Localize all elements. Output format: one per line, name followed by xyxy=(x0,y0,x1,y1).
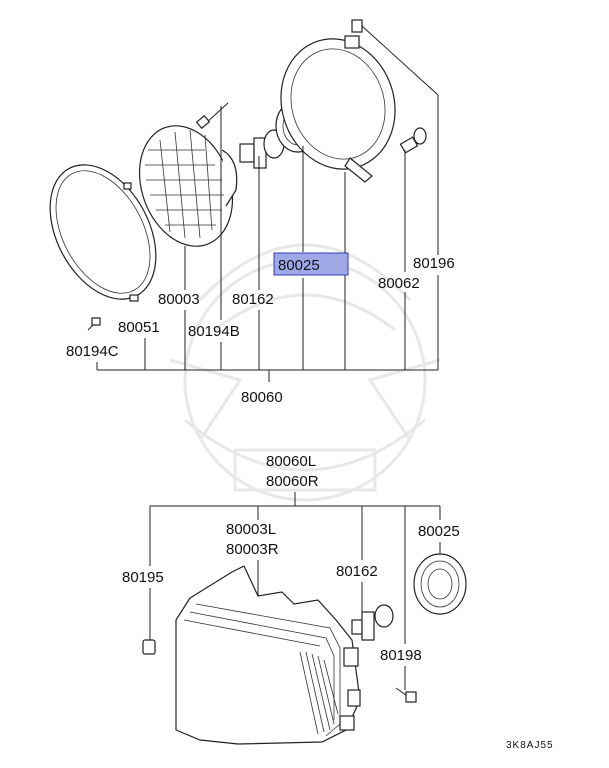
headlamp-unit xyxy=(175,565,361,745)
headlamp-housing xyxy=(280,19,396,183)
label-80198: 80198 xyxy=(380,647,422,664)
nut-80195 xyxy=(142,639,156,655)
screw-80194b xyxy=(195,102,229,130)
label-80195: 80195 xyxy=(122,569,164,586)
screw-80198 xyxy=(395,687,417,703)
label-80060r: 80060R xyxy=(266,473,319,490)
label-80162-bottom: 80162 xyxy=(336,563,378,580)
bulb-80162-bottom xyxy=(351,604,394,641)
socket-ring-80025-bottom xyxy=(413,553,467,615)
label-80194b: 80194B xyxy=(188,323,240,340)
small-bulb-80062 xyxy=(399,127,427,154)
label-80003: 80003 xyxy=(158,291,200,308)
sealed-beam-80003 xyxy=(138,125,238,247)
label-80060l: 80060L xyxy=(266,453,316,470)
label-80062: 80062 xyxy=(378,275,420,292)
label-80025-bottom: 80025 xyxy=(418,523,460,540)
leader-lines-bottom xyxy=(149,492,441,690)
label-80051: 80051 xyxy=(118,319,160,336)
label-80003l: 80003L xyxy=(226,521,276,538)
label-80025-top: 80025 xyxy=(278,257,320,274)
screw-80194c xyxy=(87,317,101,331)
label-80194c: 80194C xyxy=(66,343,119,360)
label-80003r: 80003R xyxy=(226,541,279,558)
label-80196: 80196 xyxy=(413,255,455,272)
label-80162-top: 80162 xyxy=(232,291,274,308)
label-80060: 80060 xyxy=(241,389,283,406)
highlight-80025 xyxy=(273,252,349,276)
diagram-code: 3K8AJ55 xyxy=(506,740,554,751)
lens-ring-80051 xyxy=(49,164,157,302)
